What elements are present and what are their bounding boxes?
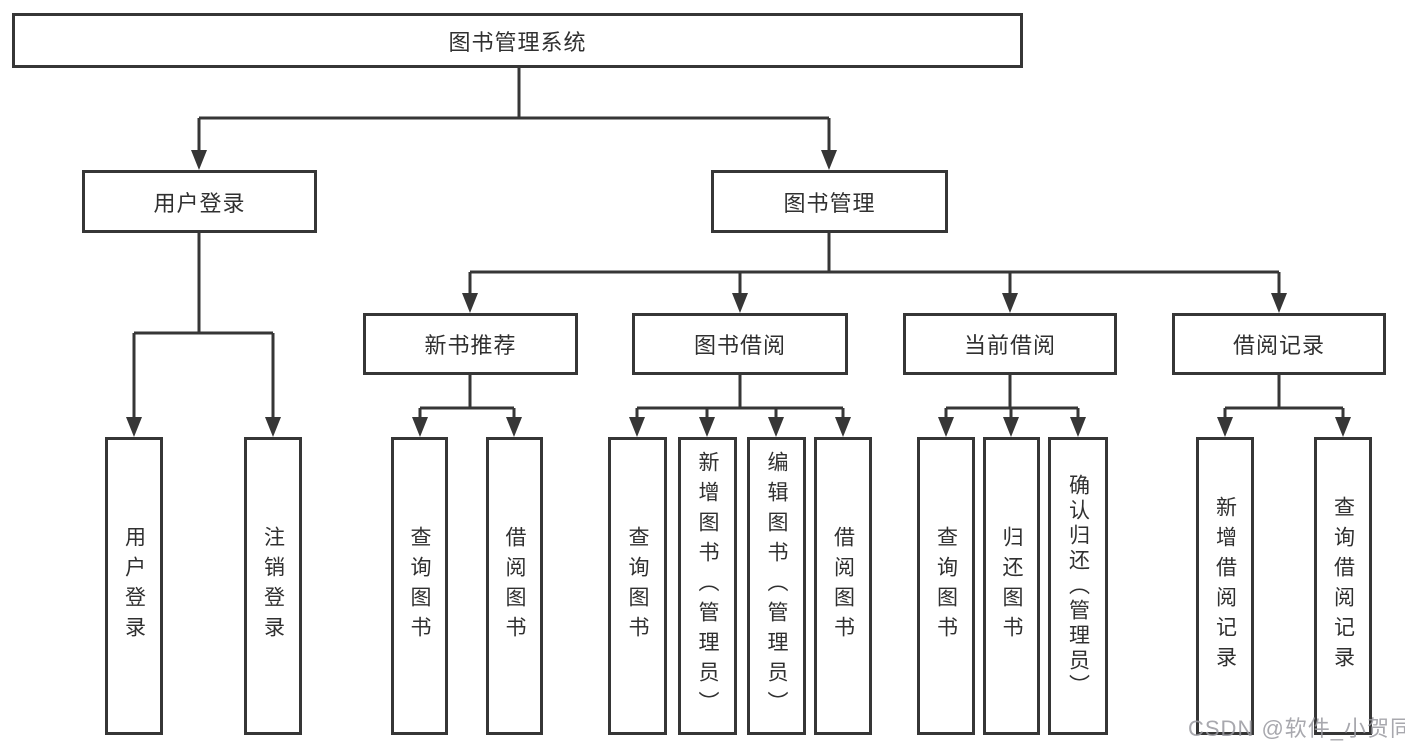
csdn-watermark: CSDN @软件_小贺同学 — [1188, 716, 1405, 741]
node-new-book-recommend: 新书推荐 — [363, 313, 578, 375]
leaf-borrow-books-recommend-label: 借阅图书 — [503, 526, 526, 646]
edge-current-borrow-to-leaves — [938, 375, 1086, 437]
edge-book-management-to-level3 — [462, 233, 1287, 313]
node-root: 图书管理系统 — [12, 13, 1023, 68]
leaf-confirm-return-admin-label: 确认归还（管理员） — [1066, 473, 1090, 699]
leaf-borrow-books-label: 借阅图书 — [831, 526, 855, 646]
leaf-query-books-borrow: 查询图书 — [608, 437, 667, 735]
node-book-management: 图书管理 — [711, 170, 948, 233]
node-book-management-label: 图书管理 — [783, 190, 876, 216]
leaf-add-borrow-record-label: 新增借阅记录 — [1213, 496, 1237, 676]
leaf-edit-book-admin: 编辑图书（管理员） — [747, 437, 806, 735]
leaf-user-login-label: 用户登录 — [122, 526, 146, 646]
node-user-login-label: 用户登录 — [153, 190, 246, 216]
edge-root-to-level2 — [191, 68, 837, 170]
leaf-confirm-return-admin: 确认归还（管理员） — [1048, 437, 1108, 735]
node-root-label: 图书管理系统 — [448, 29, 587, 55]
leaf-query-books-recommend: 查询图书 — [391, 437, 448, 735]
leaf-query-borrow-record-label: 查询借阅记录 — [1331, 496, 1355, 676]
leaf-query-books-borrow-label: 查询图书 — [626, 526, 649, 646]
leaf-query-books-current: 查询图书 — [917, 437, 975, 735]
leaf-user-login: 用户登录 — [105, 437, 163, 735]
edge-book-borrow-to-leaves — [629, 375, 851, 437]
node-user-login: 用户登录 — [82, 170, 317, 233]
leaf-logout-label: 注销登录 — [261, 526, 285, 646]
leaf-logout: 注销登录 — [244, 437, 302, 735]
node-current-borrow-label: 当前借阅 — [963, 333, 1056, 358]
node-borrow-records-label: 借阅记录 — [1232, 333, 1325, 358]
leaf-query-borrow-record: 查询借阅记录 — [1314, 437, 1372, 735]
leaf-query-books-recommend-label: 查询图书 — [408, 526, 431, 646]
leaf-add-borrow-record: 新增借阅记录 — [1196, 437, 1254, 735]
leaf-add-book-admin-label: 新增图书（管理员） — [696, 451, 719, 721]
leaf-borrow-books: 借阅图书 — [814, 437, 872, 735]
leaf-query-books-current-label: 查询图书 — [934, 526, 958, 646]
edge-new-book-recommend-to-leaves — [412, 375, 522, 437]
node-current-borrow: 当前借阅 — [903, 313, 1117, 375]
edge-borrow-records-to-leaves — [1217, 375, 1351, 437]
node-borrow-records: 借阅记录 — [1172, 313, 1386, 375]
leaf-borrow-books-recommend: 借阅图书 — [486, 437, 543, 735]
node-new-book-recommend-label: 新书推荐 — [424, 333, 517, 358]
leaf-return-book: 归还图书 — [983, 437, 1040, 735]
node-book-borrow: 图书借阅 — [632, 313, 848, 375]
leaf-add-book-admin: 新增图书（管理员） — [678, 437, 737, 735]
leaf-return-book-label: 归还图书 — [1000, 526, 1023, 646]
leaf-edit-book-admin-label: 编辑图书（管理员） — [765, 451, 788, 721]
node-book-borrow-label: 图书借阅 — [693, 333, 786, 358]
edge-user-login-to-leaves — [126, 233, 281, 437]
